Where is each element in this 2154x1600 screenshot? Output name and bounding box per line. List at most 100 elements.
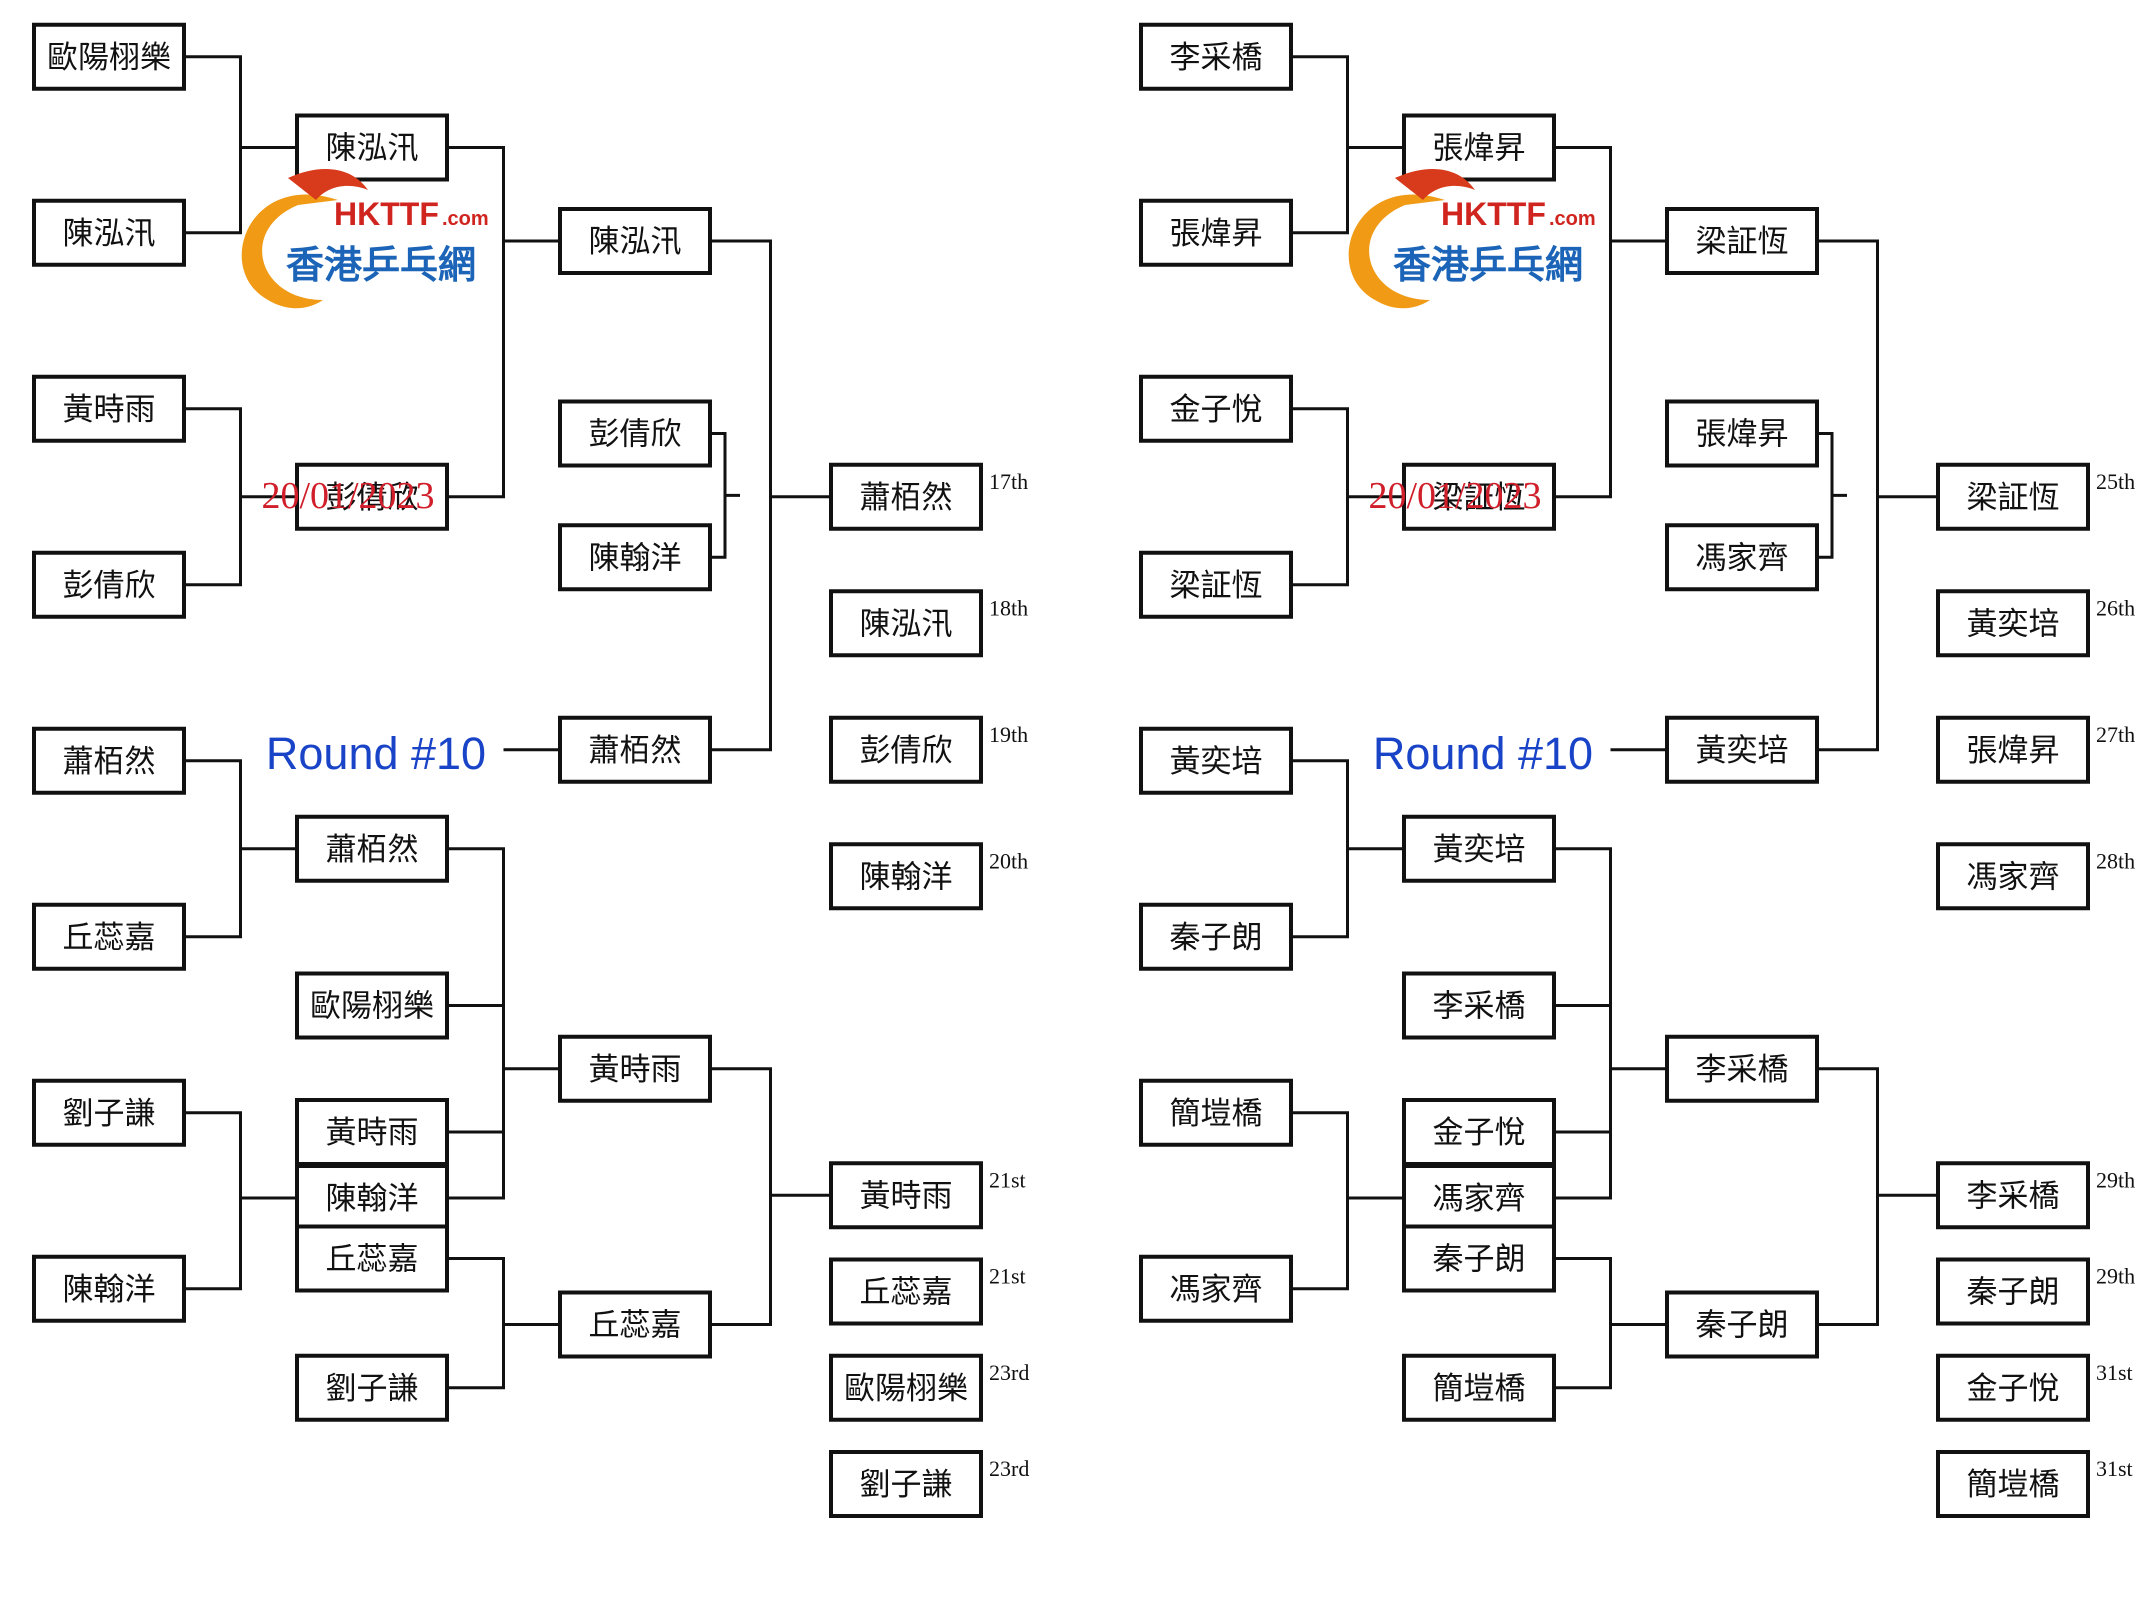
player-name: 陳泓汛 [326,131,419,167]
player-name: 梁証恆 [1433,480,1526,516]
player-name: 張煒昇 [1967,733,2060,769]
player-name: 黃奕培 [1433,832,1526,868]
bracket-connector [1554,146,1667,499]
bracket-connector [1291,55,1404,235]
player-name: 黃奕培 [1696,733,1789,769]
name-box [1936,589,2090,658]
player-name: 秦子朗 [1967,1275,2060,1311]
lower-round2-player: 丘蕊嘉 [558,1290,712,1359]
round2-player: 彭倩欣 [295,462,449,531]
player-name: 彭倩欣 [589,417,682,453]
round3-player: 彭倩欣 [558,399,712,468]
name-box [1402,1224,1556,1293]
bracket-connector [184,407,297,587]
bracket-2: 李采橋張煒昇金子悅梁証恆黃奕培秦子朗簡塏橋馮家齊張煒昇梁証恆黃奕培馮家齊梁証恆張… [1139,22,2135,1518]
name-box [295,971,449,1040]
lower-round1-player: 黃時雨 [295,1098,449,1166]
bracket-connector [710,432,740,559]
placement-label: 21st [989,1167,1026,1192]
placement-label: 21st [989,1264,1026,1289]
player-name: 黃奕培 [1967,606,2060,642]
lower-round1-player: 李采橋 [1402,971,1556,1040]
bracket-connector [710,239,831,752]
placement-label: 29th [2096,1264,2135,1289]
name-box [1936,462,2090,531]
player-name: 陳翰洋 [326,1181,419,1217]
name-box [558,715,712,784]
round1-player: 彭倩欣 [32,550,186,619]
name-box [1665,1290,1819,1359]
round3-player: 馮家齊 [1665,523,1819,592]
lower-round1-player: 簡塏橋 [1402,1353,1556,1422]
round-label: Round #10 [1373,728,1593,779]
placement-label: 25th [2096,469,2135,494]
player-name: 歐陽栩樂 [844,1371,968,1407]
round1-player: 李采橋 [1139,22,1293,91]
placement-label: 18th [989,595,1028,620]
final-standing: 陳翰洋 [829,842,983,911]
bracket-connector [184,759,297,939]
player-name: 蕭栢然 [860,480,953,516]
name-box [295,1098,449,1166]
name-box [1139,198,1293,267]
player-name: 李采橋 [1696,1052,1789,1088]
event-date: 20/01/2023 [261,475,434,517]
player-name: 彭倩欣 [326,480,419,516]
player-name: 陳泓汛 [860,606,953,642]
player-name: 黃時雨 [589,1052,682,1088]
player-name: 梁証恆 [1696,224,1789,260]
player-name: 黃時雨 [326,1115,419,1151]
name-box [1139,1254,1293,1323]
name-box [1139,902,1293,971]
round1-player: 歐陽栩樂 [32,22,186,91]
player-name: 金子悅 [1170,392,1263,428]
bracket-connector [1291,759,1404,939]
player-name: 蕭栢然 [589,733,682,769]
player-name: 丘蕊嘉 [589,1308,682,1344]
name-box [1936,715,2090,784]
placement-label: 26th [2096,595,2135,620]
round1-player: 劉子謙 [32,1078,186,1147]
round-label: Round #10 [266,728,486,779]
name-box [558,523,712,592]
name-box [1402,971,1556,1040]
name-box [1665,523,1819,592]
player-name: 馮家齊 [1967,859,2060,895]
player-name: 歐陽栩樂 [47,40,171,76]
round2-player: 馮家齊 [1402,1164,1556,1232]
round3-player: 陳翰洋 [558,523,712,592]
round1-player: 陳翰洋 [32,1254,186,1323]
name-box [829,462,983,531]
final-standing: 黃奕培 [1936,589,2090,658]
final-standing: 秦子朗 [1936,1257,2090,1326]
name-box [32,1254,186,1323]
final-standing: 蕭栢然 [829,462,983,531]
dragon-swirl-icon [241,194,338,309]
round1-player: 秦子朗 [1139,902,1293,971]
player-name: 陳泓汛 [589,224,682,260]
name-box [32,726,186,795]
player-name: 秦子朗 [1696,1308,1789,1344]
final-standing: 黃時雨 [829,1161,983,1230]
lower-round2-player: 李采橋 [1665,1034,1819,1103]
player-name: 彭倩欣 [860,733,953,769]
name-box [1936,1257,2090,1326]
round3-player: 梁証恆 [1665,207,1819,275]
name-box [1665,207,1819,275]
player-name: 黃奕培 [1170,744,1263,780]
placement-label: 23rd [989,1360,1029,1385]
placement-label: 31st [2096,1456,2133,1481]
final-standing: 丘蕊嘉 [829,1257,983,1326]
player-name: 黃時雨 [63,392,156,428]
name-box [1402,462,1556,531]
round1-player: 金子悅 [1139,374,1293,443]
player-name: 陳翰洋 [589,540,682,576]
round1-player: 梁証恆 [1139,550,1293,619]
dragon-head-icon [1395,168,1475,200]
placement-label: 23rd [989,1456,1029,1481]
bracket-connector [184,1111,297,1291]
player-name: 黃時雨 [860,1178,953,1214]
name-box [829,1353,983,1422]
